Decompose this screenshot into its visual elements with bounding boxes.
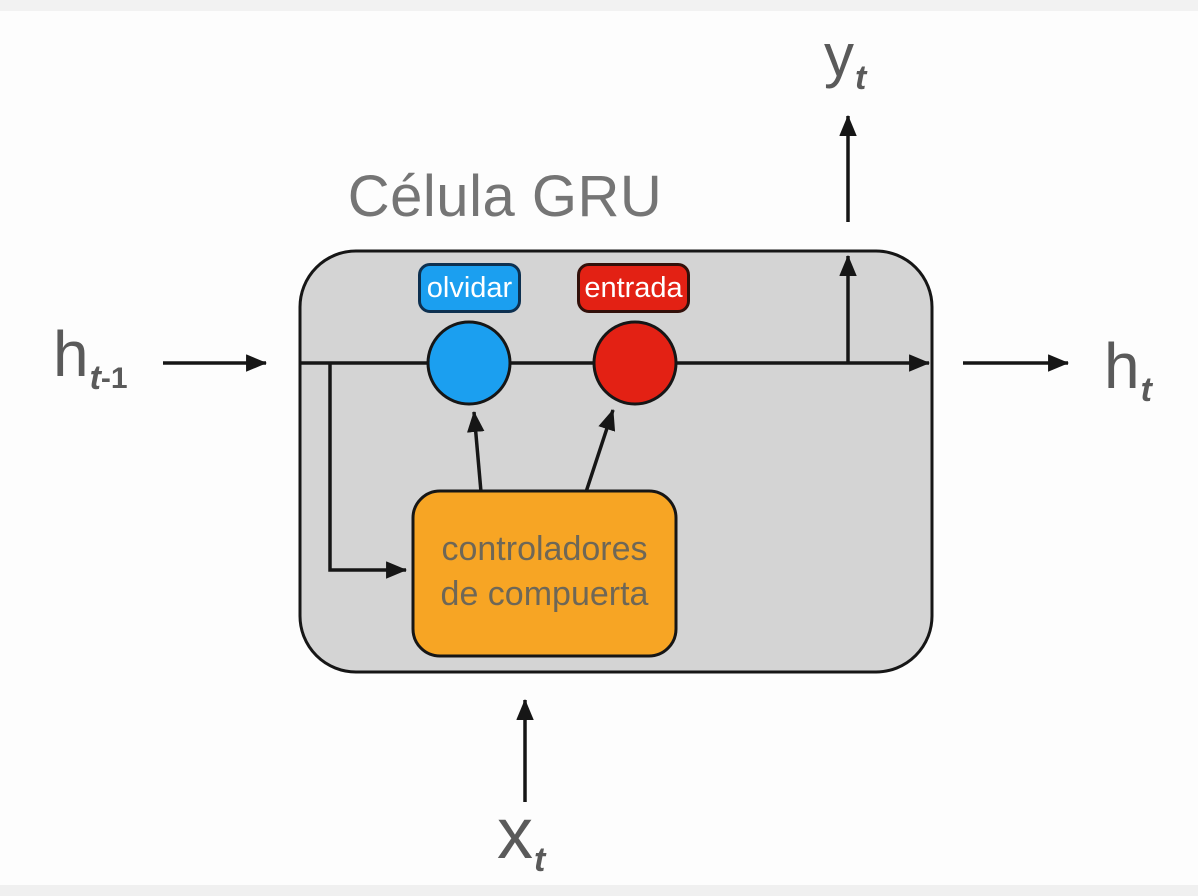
label-x-in-base: x [497,794,533,874]
gate-controller-label-line1: controladores [441,530,648,568]
label-h-prev-base: h [53,318,89,390]
label-h-next-base: h [1104,330,1140,402]
gate-controller-label: controladores de compuerta [413,527,676,617]
top-edge-artifact-band [0,0,1198,11]
label-h-prev-sub: t [89,359,101,397]
diagram-title: Célula GRU [347,164,663,229]
input-gate-label: entrada [577,263,690,313]
forget-gate-node [426,320,512,406]
label-x-in: xt [497,798,545,877]
forget-gate-label: olvidar [418,263,521,313]
label-h-prev: ht-1 [53,322,128,395]
controller-to-input-arrow [584,409,616,493]
controller-to-forget-arrow [467,410,485,493]
label-h-prev-sub-suffix: -1 [100,362,128,395]
label-y-out: yt [824,26,866,96]
label-h-next-sub: t [1140,371,1152,409]
gate-controller-box [411,489,678,658]
input-gate-node [592,320,678,406]
label-x-in-sub: t [534,841,546,879]
label-h-next: ht [1104,334,1152,407]
bottom-edge-artifact-band [0,885,1198,896]
gate-controller-label-line2: de compuerta [440,575,649,613]
branch-to-controller-arrow [328,363,408,579]
label-y-out-sub: t [855,59,867,97]
label-y-out-base: y [824,22,854,89]
